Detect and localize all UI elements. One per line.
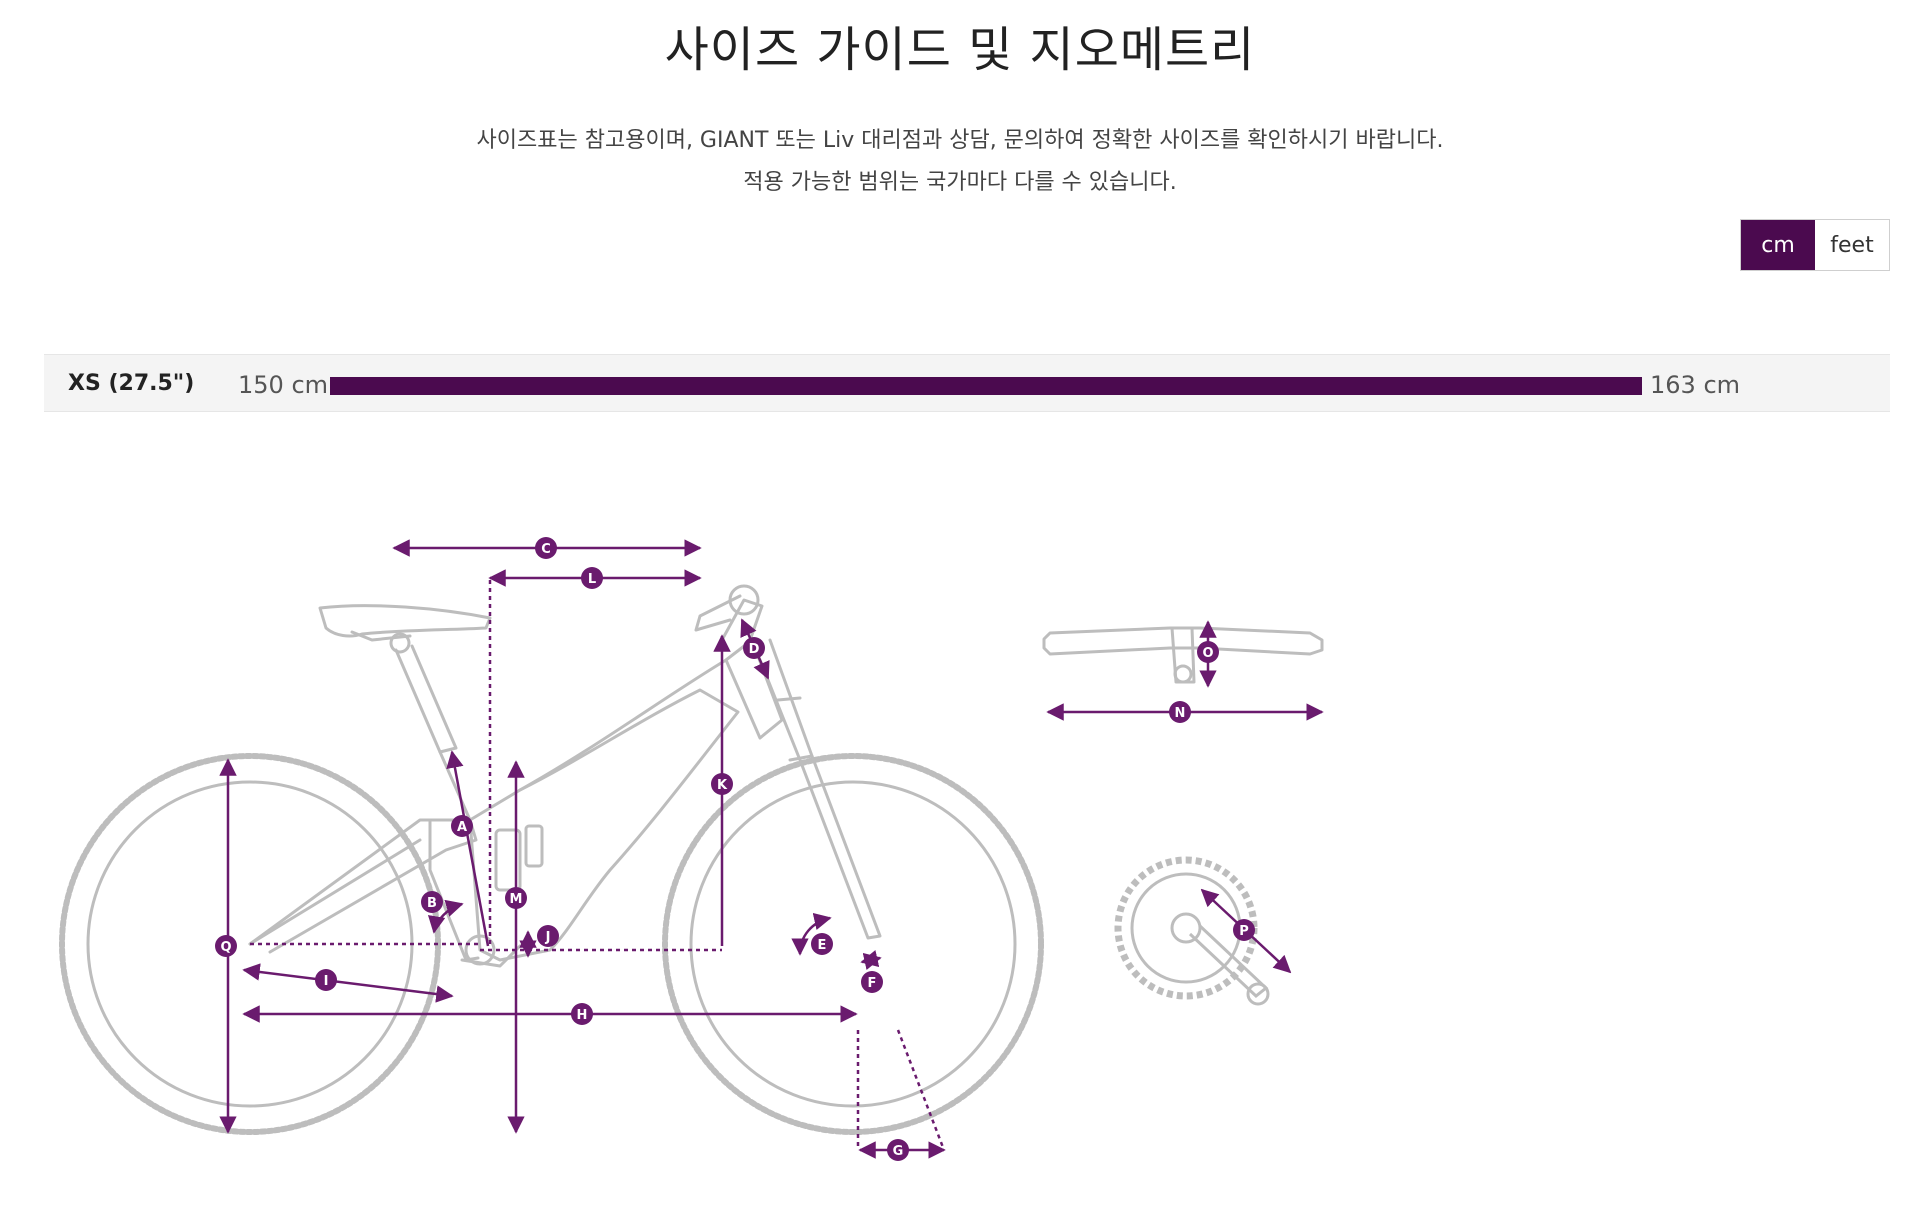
label-o: O	[1197, 641, 1219, 663]
label-b: B	[421, 891, 443, 913]
label-i: I	[315, 969, 337, 991]
label-d: D	[743, 637, 765, 659]
svg-text:H: H	[577, 1008, 588, 1023]
svg-text:M: M	[510, 892, 523, 907]
svg-text:K: K	[717, 778, 728, 793]
seatpost	[394, 644, 458, 754]
label-k: K	[711, 773, 733, 795]
label-c: C	[535, 537, 557, 559]
ref-vertical-g2	[896, 1029, 946, 1151]
label-a: A	[451, 815, 473, 837]
svg-text:F: F	[868, 976, 877, 991]
label-j: J	[537, 925, 559, 947]
svg-text:C: C	[541, 542, 551, 557]
measure-a	[446, 750, 490, 947]
unit-feet-button[interactable]: feet	[1815, 220, 1889, 270]
description-line-2: 적용 가능한 범위는 국가마다 다를 수 있습니다.	[743, 170, 1177, 195]
size-min-height: 150 cm	[238, 371, 329, 399]
unit-toggle: cm feet	[1740, 219, 1890, 271]
svg-text:L: L	[588, 572, 596, 587]
measure-i	[242, 963, 454, 1003]
front-tire	[662, 753, 1044, 1135]
svg-text:E: E	[818, 938, 827, 953]
description-line-1: 사이즈표는 참고용이며, GIANT 또는 Liv 대리점과 상담, 문의하여 …	[476, 128, 1444, 153]
label-l: L	[581, 567, 603, 589]
unit-cm-button[interactable]: cm	[1741, 220, 1815, 270]
saddle	[318, 604, 492, 638]
measurement-labels: A B C D E F G H I J K L M N O P Q	[215, 537, 1255, 1161]
measure-f	[860, 950, 882, 970]
svg-text:J: J	[545, 930, 551, 945]
size-name: XS (27.5")	[68, 371, 195, 396]
chainstay	[248, 818, 478, 954]
svg-text:P: P	[1239, 924, 1249, 939]
label-e: E	[811, 933, 833, 955]
handlebar-illustration	[1042, 626, 1324, 684]
front-rim	[689, 780, 1017, 1108]
label-m: M	[505, 887, 527, 909]
fork	[750, 638, 882, 940]
label-q: Q	[215, 935, 237, 957]
label-h: H	[571, 1003, 593, 1025]
seatstay	[248, 818, 480, 962]
label-n: N	[1169, 701, 1191, 723]
svg-text:A: A	[457, 820, 467, 835]
svg-text:B: B	[427, 896, 437, 911]
label-p: P	[1233, 919, 1255, 941]
svg-text:D: D	[749, 642, 760, 657]
page-title: 사이즈 가이드 및 지오메트리	[664, 22, 1256, 78]
measure-b	[427, 899, 464, 934]
size-range-bar	[330, 377, 1642, 395]
svg-text:I: I	[324, 974, 329, 989]
svg-text:N: N	[1175, 706, 1186, 721]
svg-text:G: G	[893, 1144, 904, 1159]
svg-text:Q: Q	[220, 940, 231, 955]
measure-e	[791, 912, 832, 956]
size-max-height: 163 cm	[1650, 371, 1741, 399]
frame-main	[438, 688, 740, 962]
bike-illustration	[59, 584, 1044, 1135]
svg-text:O: O	[1202, 646, 1213, 661]
size-chart-row: XS (27.5") 150 cm 163 cm	[44, 354, 1890, 412]
label-f: F	[861, 971, 883, 993]
label-g: G	[887, 1139, 909, 1161]
